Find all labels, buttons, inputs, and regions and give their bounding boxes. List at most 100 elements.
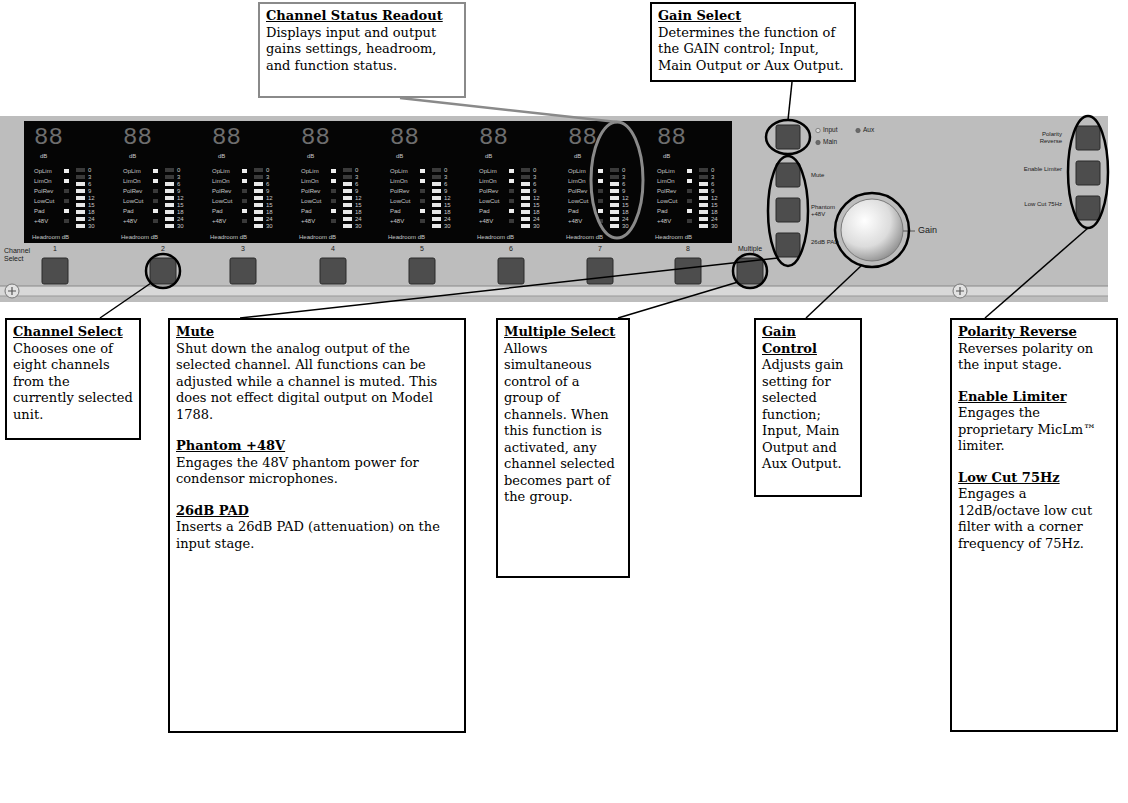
seven-segment-readout: 88 — [657, 126, 686, 150]
meter-scale: 12 — [711, 195, 718, 201]
meter-scale: 6 — [177, 181, 180, 187]
meter-scale: 15 — [444, 202, 451, 208]
panel-label: Multiple — [738, 245, 762, 252]
status-label: OpLim — [301, 168, 319, 174]
seven-segment-readout: 88 — [212, 126, 241, 150]
callout-heading: Channel Select — [13, 324, 133, 341]
status-label: Pad — [34, 208, 45, 214]
button-label: Phantom +48V — [811, 204, 839, 218]
indicator-label: Main — [823, 139, 837, 146]
meter-scale: 15 — [177, 202, 184, 208]
meter-scale: 12 — [622, 195, 629, 201]
status-label: LimOn — [212, 178, 230, 184]
channel-button — [587, 258, 613, 284]
callout-text: Allows simultaneous control of a group o… — [504, 341, 622, 506]
meter-scale: 9 — [711, 188, 714, 194]
meter-scale: 12 — [266, 195, 273, 201]
meter-scale: 3 — [177, 174, 180, 180]
callout-text: Determines the function of the GAIN cont… — [658, 25, 848, 75]
meter-scale: 12 — [355, 195, 362, 201]
rail-edge — [0, 286, 1108, 287]
polarity-button — [1076, 126, 1100, 150]
meter-scale: 15 — [711, 202, 718, 208]
meter-scale: 24 — [177, 216, 184, 222]
limiter-button — [1076, 161, 1100, 185]
meter-scale: 24 — [533, 216, 540, 222]
meter-scale: 18 — [622, 209, 629, 215]
status-label: Pad — [301, 208, 312, 214]
meter-scale: 9 — [444, 188, 447, 194]
meter-scale: 9 — [266, 188, 269, 194]
status-label: Pad — [568, 208, 579, 214]
status-label: LowCut — [390, 198, 410, 204]
seven-segment-readout: 88 — [479, 126, 508, 150]
leader-line — [806, 265, 862, 318]
channel-number: 1 — [53, 245, 57, 252]
meter-scale: 24 — [266, 216, 273, 222]
gain-select-button — [776, 125, 800, 149]
callout-heading: Gain Control — [762, 324, 854, 357]
callout-heading: Low Cut 75Hz — [958, 470, 1110, 487]
meter-scale: 30 — [177, 223, 184, 229]
meter-scale: 6 — [444, 181, 447, 187]
meter-scale: 3 — [711, 174, 714, 180]
channel-meter — [331, 168, 352, 228]
callout-text: Reverses polarity on the input stage. — [958, 341, 1110, 374]
callout-text: Engages the proprietary MicLm™ limiter. — [958, 405, 1110, 455]
channel-button — [320, 258, 346, 284]
meter-scale: 6 — [622, 181, 625, 187]
status-label: OpLim — [123, 168, 141, 174]
status-label: LimOn — [390, 178, 408, 184]
channel-button — [150, 258, 176, 284]
status-label: LowCut — [657, 198, 677, 204]
meter-scale: 18 — [266, 209, 273, 215]
meter-title: Headroom dB — [210, 234, 247, 240]
meter-scale: 18 — [355, 209, 362, 215]
button-label: Low Cut 75Hz — [1020, 201, 1062, 208]
meter-scale: 0 — [711, 167, 714, 173]
unit-label: dB — [396, 153, 403, 159]
channel-number: 8 — [686, 245, 690, 252]
meter-scale: 3 — [88, 174, 91, 180]
callout-heading: Channel Status Readout — [266, 8, 458, 25]
status-label: PolRev — [568, 188, 587, 194]
meter-title: Headroom dB — [388, 234, 425, 240]
status-label: OpLim — [657, 168, 675, 174]
unit-label: dB — [40, 153, 47, 159]
status-label: +48V — [657, 218, 671, 224]
status-label: LimOn — [123, 178, 141, 184]
status-label: Pad — [212, 208, 223, 214]
meter-scale: 6 — [533, 181, 536, 187]
status-label: LowCut — [212, 198, 232, 204]
callout-text: Engages a 12dB/octave low cut filter wit… — [958, 486, 1110, 552]
rail-edge — [0, 296, 1108, 297]
pad-button — [776, 233, 800, 257]
screw — [953, 284, 967, 298]
channel-meter — [242, 168, 263, 228]
unit-label: dB — [574, 153, 581, 159]
callout-heading: Polarity Reverse — [958, 324, 1110, 341]
meter-scale: 9 — [355, 188, 358, 194]
meter-scale: 30 — [266, 223, 273, 229]
status-label: PolRev — [479, 188, 498, 194]
channel-meter — [420, 168, 441, 228]
callout-box: Channel SelectChooses one of eight chann… — [5, 318, 141, 440]
status-label: PolRev — [301, 188, 320, 194]
meter-title: Headroom dB — [32, 234, 69, 240]
callout-text: Inserts a 26dB PAD (attenuation) on the … — [176, 519, 458, 552]
meter-scale: 30 — [622, 223, 629, 229]
indicator-led — [856, 128, 860, 132]
status-label: Pad — [390, 208, 401, 214]
meter-title: Headroom dB — [121, 234, 158, 240]
status-label: LimOn — [301, 178, 319, 184]
meter-scale: 12 — [177, 195, 184, 201]
leader-line — [618, 282, 738, 318]
meter-scale: 6 — [88, 181, 91, 187]
meter-scale: 18 — [88, 209, 95, 215]
button-label: 26dB PAD — [811, 239, 839, 246]
status-label: OpLim — [390, 168, 408, 174]
meter-scale: 30 — [355, 223, 362, 229]
status-label: PolRev — [657, 188, 676, 194]
status-label: +48V — [479, 218, 493, 224]
